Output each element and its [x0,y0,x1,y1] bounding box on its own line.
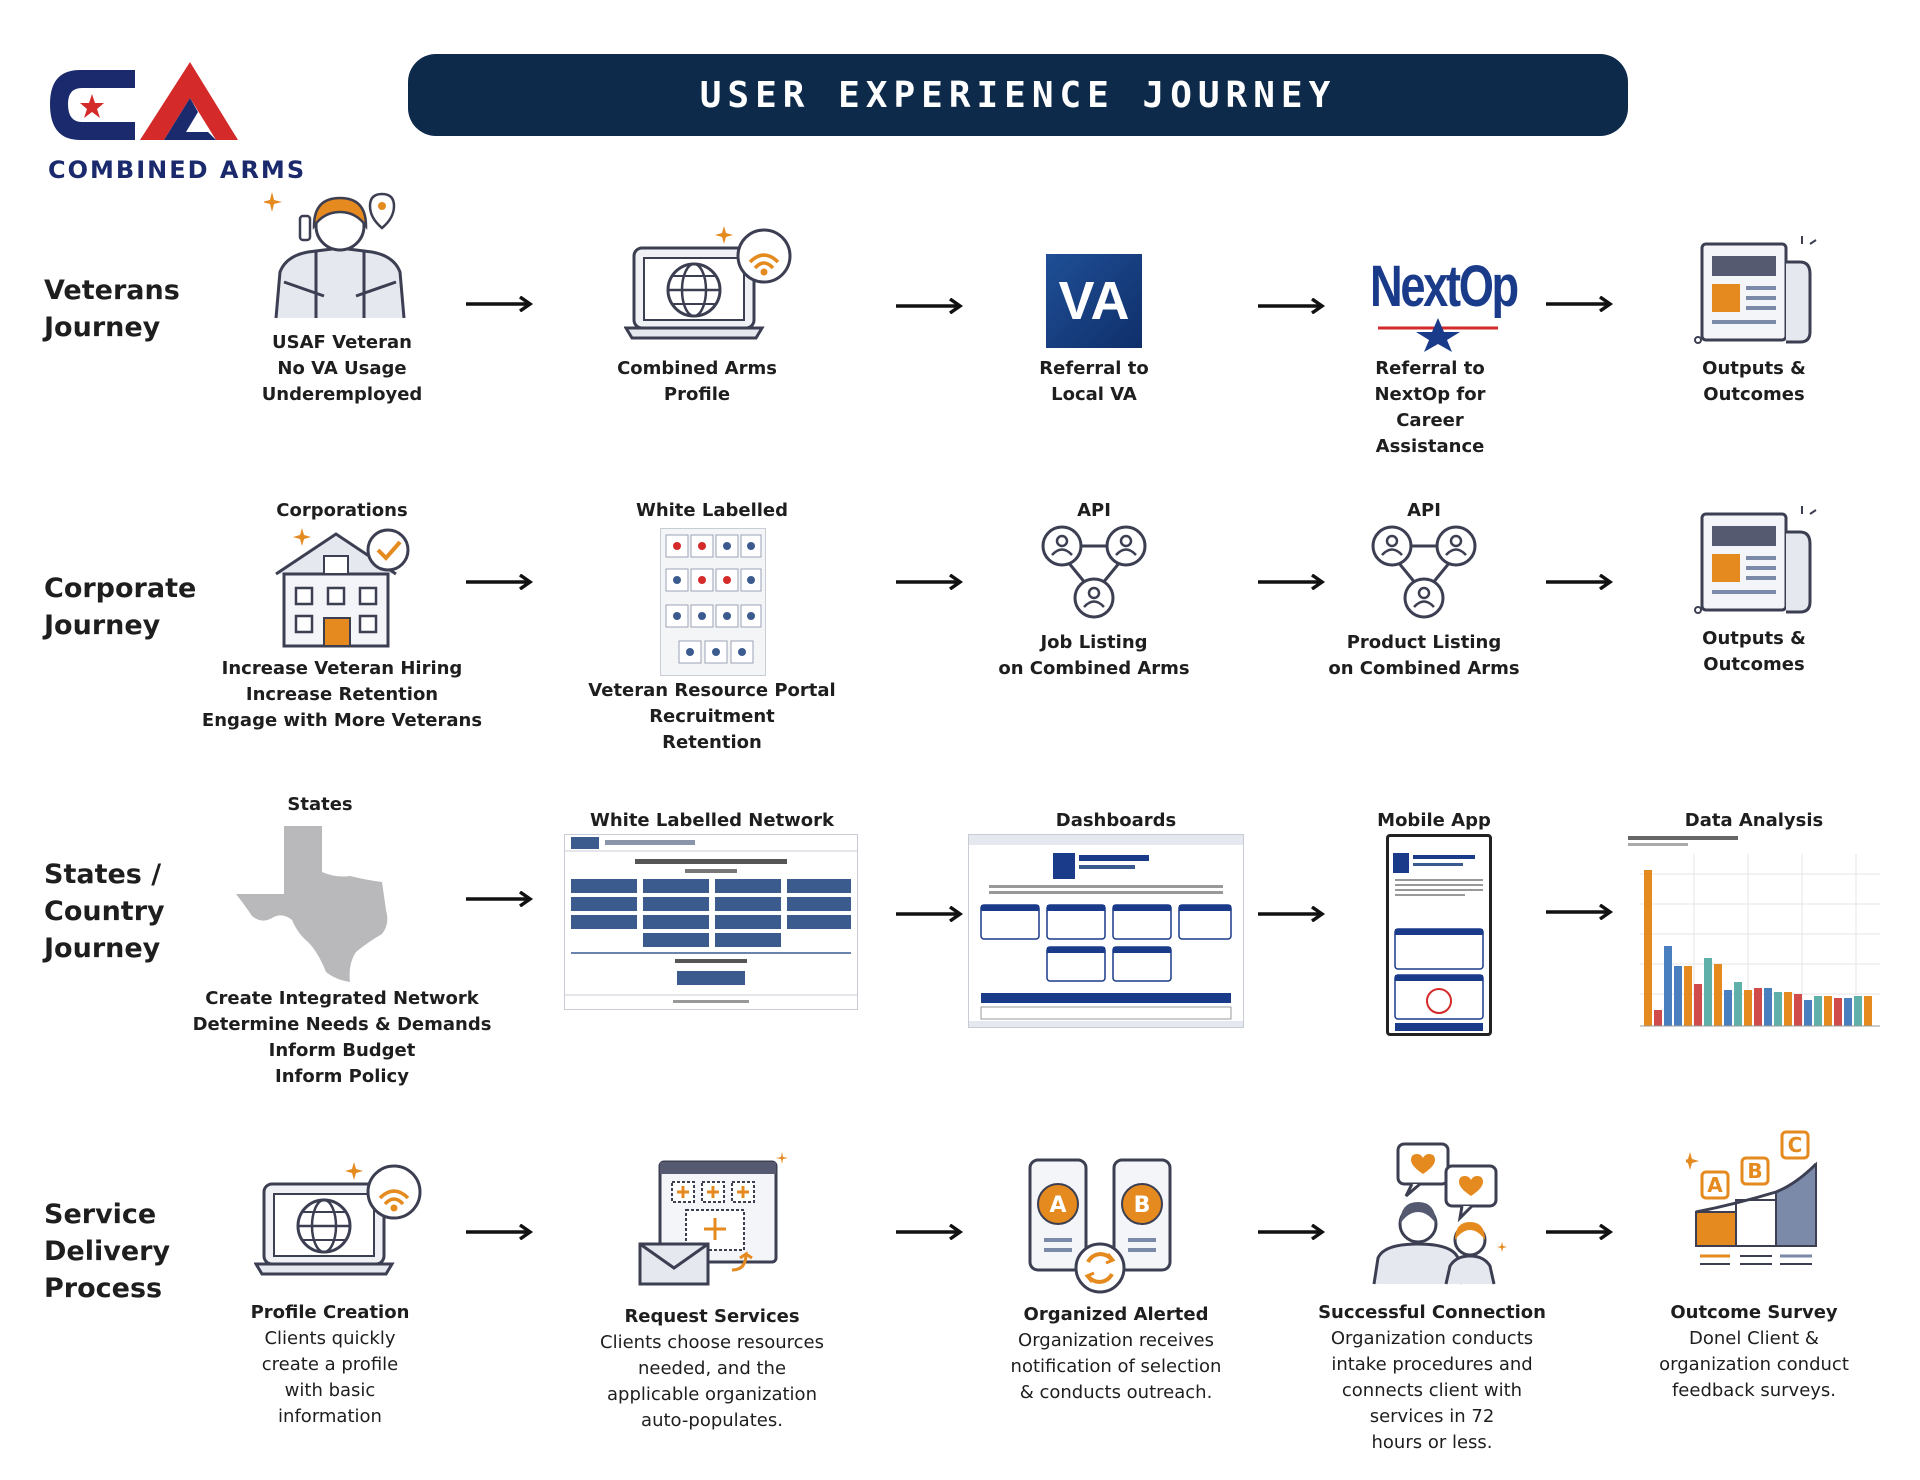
arrow-icon [894,298,962,314]
star-icon [1378,318,1498,352]
laptop-globe-icon [624,226,792,340]
title-banner: USER EXPERIENCE JOURNEY [408,54,1628,136]
va-logo: VA [1046,254,1142,348]
newspaper-icon [1694,506,1817,614]
svg-text:A: A [1049,1193,1066,1218]
veteran-person-icon [264,192,406,319]
arrow-icon [1256,574,1324,590]
svg-text:B: B [1134,1193,1151,1218]
phones-ab-icon: A B [1028,1158,1172,1294]
portal-grid-icon [660,528,766,676]
step-caption: Outputs &Outcomes [1702,628,1806,675]
building-check-icon [275,528,410,648]
arrow-icon [1544,574,1612,590]
page-title: USER EXPERIENCE JOURNEY [699,74,1337,116]
arrow-icon [894,1224,962,1240]
arrow-icon [464,891,532,907]
arrow-icon [464,296,532,312]
svg-text:C: C [1788,1133,1803,1157]
network-people-icon [1371,525,1477,619]
step-top-label: States [287,794,353,815]
step-caption: Successful Connection Organization condu… [1318,1302,1546,1453]
arrow-icon [464,1224,532,1240]
step-top-label: Data Analysis [1684,810,1824,831]
bar-chart-screenshot [1624,834,1884,1034]
combined-arms-logo [40,56,260,186]
step-top-label: Corporations [276,500,408,521]
step-caption: Outcome Survey Donel Client &organizatio… [1659,1302,1849,1401]
nextop-logo-text: NextOp [1370,254,1519,319]
step-top-label: White Labelled Network [589,810,835,831]
arrow-icon [1544,296,1612,312]
step-top-label: Mobile App [1377,810,1491,831]
step-top-label: White Labelled [635,500,789,521]
dashboard-screenshot [968,834,1244,1028]
arrow-icon [1256,298,1324,314]
step-caption: Outputs &Outcomes [1702,358,1806,405]
laptop-globe-icon [254,1162,422,1276]
arrow-icon [894,906,962,922]
arrow-icon [1256,1224,1324,1240]
arrow-icon [1544,904,1612,920]
arrow-icon [464,574,532,590]
texas-map-icon [236,826,388,982]
logo-text: COMBINED ARMS [48,156,307,184]
arrow-icon [894,574,962,590]
arrow-icon [1544,1224,1612,1240]
arrow-icon [1256,906,1324,922]
svg-text:B: B [1747,1159,1762,1183]
abc-growth-icon: A B C [1686,1130,1818,1265]
step-caption: Request Services Clients choose resource… [600,1306,824,1431]
browser-request-icon [638,1152,788,1286]
step-top-label: API [1077,500,1111,521]
svg-text:A: A [1707,1173,1723,1197]
newspaper-icon [1694,236,1817,344]
nextop-logo: NextOp [1370,252,1519,352]
step-top-label: Dashboards [1055,810,1177,831]
network-people-icon [1041,525,1147,619]
network-screenshot [564,834,858,1010]
people-chat-icon [1372,1142,1507,1285]
step-top-label: API [1407,500,1441,521]
mobile-screenshot [1386,834,1492,1036]
